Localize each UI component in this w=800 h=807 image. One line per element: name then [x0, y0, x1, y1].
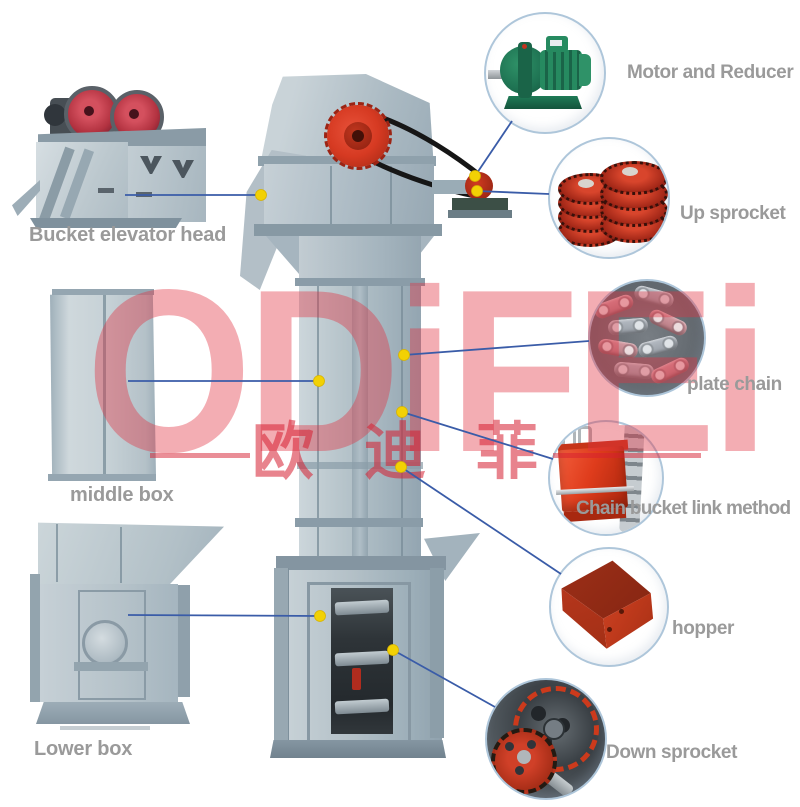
- plate-chain-callout-image: [588, 279, 706, 397]
- down-sprocket-label: Down sprocket: [606, 742, 737, 763]
- middle-box-top-flange: [52, 289, 154, 295]
- motor-reducer-label: Motor and Reducer: [627, 62, 794, 83]
- head-thumb-base: [30, 218, 182, 228]
- hopper-callout-image: [549, 547, 669, 667]
- boot-base: [270, 740, 446, 758]
- plate-chain-label: plate chain: [687, 374, 782, 395]
- boot-flange-top: [276, 556, 446, 570]
- motor-red-dot: [522, 44, 527, 49]
- elevator-head-flange-2: [254, 224, 442, 236]
- boot-chain-link: [352, 668, 361, 690]
- middle-box-image: [0, 0, 200, 500]
- watermark-bar-right: [553, 453, 701, 458]
- motor-end-cap: [579, 54, 591, 86]
- reducer-flange: [518, 42, 532, 98]
- chain-link: [632, 284, 676, 309]
- elevator-head-seam-2: [390, 166, 392, 226]
- motor-body: [540, 50, 582, 90]
- chain-link: [607, 317, 649, 336]
- lower-box-label: Lower box: [34, 738, 133, 760]
- bucket-elevator-head-image: [0, 0, 230, 250]
- chain-link: [636, 334, 680, 359]
- motor-shaft: [488, 70, 508, 79]
- lower-box-left-flange: [30, 574, 40, 702]
- motor-base-plate: [448, 210, 512, 218]
- chain-link: [597, 337, 639, 360]
- head-thumb-hub-right: [129, 109, 139, 119]
- small-sprocket-hole-2: [527, 740, 536, 749]
- chain-link: [613, 361, 655, 380]
- elevator-head-seam-1: [330, 166, 332, 226]
- sprocket-disc: [600, 161, 668, 195]
- lower-box-shadow: [60, 726, 150, 730]
- column-center-channel: [352, 284, 368, 570]
- middle-box-label: middle box: [70, 484, 174, 506]
- column-seam-right: [401, 284, 403, 570]
- boot-flange-left: [274, 568, 289, 744]
- up-sprocket-callout-image: [548, 137, 670, 259]
- watermark-bar-left: [150, 453, 250, 458]
- lower-box-shelf: [74, 662, 148, 671]
- head-thumb-side-face: [128, 146, 206, 222]
- chain-link: [646, 307, 690, 338]
- hopper-label: hopper: [672, 618, 734, 639]
- motor-base-green: [504, 96, 582, 109]
- column-flange-mid: [297, 462, 423, 469]
- lower-box-door: [78, 590, 146, 700]
- column-seam-left: [317, 284, 319, 570]
- lower-box-rib-1: [56, 524, 58, 582]
- motor-reducer-callout-image: [484, 12, 606, 134]
- boot-flange-right: [430, 568, 444, 738]
- small-sprocket-hole-1: [505, 742, 514, 751]
- chain-link: [648, 355, 692, 386]
- chain-bucket-link-label: Chain bucket link method: [576, 498, 791, 519]
- lower-box-image: [0, 500, 240, 740]
- drive-pulley-center: [352, 130, 364, 142]
- head-thumb-hub-left: [84, 106, 94, 116]
- sprocket-hub: [622, 167, 638, 176]
- lower-box-rib-2: [120, 527, 122, 583]
- small-sprocket-hole-3: [515, 766, 524, 775]
- motor-arm: [432, 180, 472, 194]
- elevator-neck: [299, 236, 421, 284]
- small-sprocket-hub: [517, 750, 531, 764]
- sprocket-hub: [578, 179, 594, 188]
- head-thumb-slot-1: [98, 188, 114, 193]
- column-flange-low: [295, 518, 423, 527]
- hopper-bolt-hole-2: [607, 627, 612, 632]
- down-sprocket-callout-image: [485, 678, 607, 800]
- motor-base: [452, 198, 508, 212]
- lower-box-base: [36, 702, 190, 724]
- middle-box-bottom-flange: [48, 474, 156, 481]
- middle-box-seam: [103, 293, 106, 477]
- gear-hub: [543, 718, 565, 740]
- small-motor-pulley: [465, 172, 493, 200]
- bucket-elevator-head-label: Bucket elevator head: [29, 224, 227, 246]
- gear-hole-1: [531, 706, 546, 721]
- lower-box-right-edge: [178, 585, 190, 697]
- up-sprocket-label: Up sprocket: [680, 203, 786, 224]
- column-flange-top: [295, 278, 425, 286]
- head-thumb-drive-end: [44, 104, 66, 126]
- motor-label-plate: [550, 40, 562, 46]
- hopper-bolt-hole-1: [619, 609, 624, 614]
- chain-bucket-link-callout-image: [548, 420, 664, 536]
